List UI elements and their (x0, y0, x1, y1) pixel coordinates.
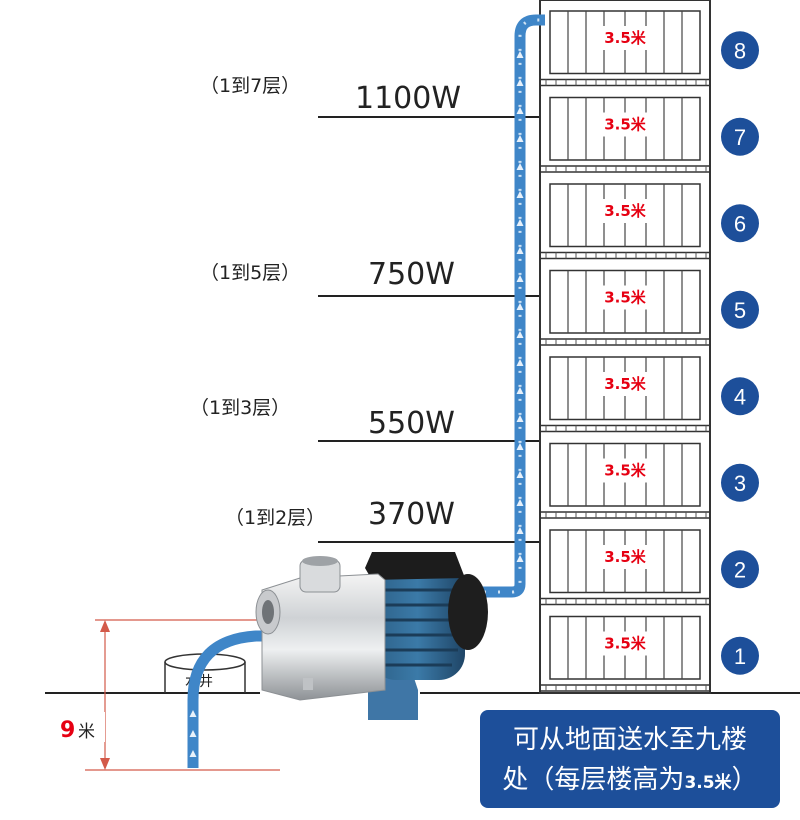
delivery-pipe (470, 14, 545, 598)
floor-height-label: 3.5米 (604, 29, 647, 47)
range-label-1to7: （1到7层） (200, 75, 300, 97)
suction-pipe (187, 630, 262, 768)
delivery-pipe-flow (470, 18, 545, 594)
depth-unit: 米 (78, 722, 95, 742)
floor-badge-number: 5 (734, 298, 746, 323)
floor-7: 3.5米 (540, 96, 710, 173)
range-label-1to5: （1到5层） (200, 262, 300, 284)
floor-badge-number: 7 (734, 125, 746, 150)
floor-badge-number: 8 (734, 38, 746, 63)
caption-line-2-main: 处（每层楼高为 (502, 765, 685, 795)
floor-badge-1 (721, 636, 759, 675)
floor-badge-4 (721, 377, 759, 416)
caption-line-2-value: 3.5米 (684, 773, 732, 793)
caption-line-2: 处（每层楼高为3.5米） (494, 760, 766, 803)
floor-height-label: 3.5米 (604, 116, 647, 134)
depth-arrow-up (100, 620, 110, 632)
floor-6: 3.5米 (540, 183, 710, 260)
floor-2: 3.5米 (540, 529, 710, 606)
caption-box: 可从地面送水至九楼 处（每层楼高为3.5米） (480, 710, 780, 808)
range-label-1to3: （1到3层） (190, 397, 290, 419)
floor-badge-3 (721, 463, 759, 502)
floor-badge-number: 6 (734, 211, 746, 236)
pump-motor (370, 568, 465, 680)
building: 3.5米 3.5米 3.5米 3.5米 3.5米 3.5米 3.5米 3.5米 (539, 0, 711, 694)
floor-badges: 8 7 6 5 4 3 2 1 (721, 31, 759, 675)
range-label-1to2: （1到2层） (225, 507, 325, 529)
pump-terminal-box (365, 552, 465, 580)
floor-8: 3.5米 (540, 10, 710, 87)
floor-badge-2 (721, 550, 759, 589)
power-level-lines (318, 116, 540, 543)
depth-arrow-down (100, 758, 110, 770)
floor-badge-number: 3 (734, 471, 746, 496)
pipe-flow-arrows (516, 51, 524, 562)
floor-badge-number: 1 (734, 644, 746, 669)
pump-housing (261, 573, 386, 701)
floor-height-label: 3.5米 (604, 375, 647, 393)
pump (255, 552, 488, 720)
floor-badge-5 (721, 290, 759, 329)
caption-line-2-end: ） (731, 765, 758, 795)
building-frame (539, 0, 711, 694)
watt-label-370w: 370W (368, 497, 455, 532)
caption-line-1: 可从地面送水至九楼 (512, 725, 747, 755)
depth-value: 9 (60, 718, 75, 743)
watt-label-750w: 750W (368, 257, 455, 292)
floor-badge-number: 2 (734, 557, 746, 582)
floor-badge-number: 4 (734, 384, 746, 409)
watt-label-550w: 550W (368, 406, 455, 441)
watt-label-1100w: 1100W (355, 81, 461, 116)
floor-height-label: 3.5米 (604, 548, 647, 566)
pump-end-cap (448, 574, 488, 650)
floor-4: 3.5米 (540, 356, 710, 433)
floor-badge-7 (721, 117, 759, 156)
floor-5: 3.5米 (540, 269, 710, 346)
floor-3: 3.5米 (540, 442, 710, 519)
floor-height-label: 3.5米 (604, 289, 647, 307)
floor-height-label: 3.5米 (604, 635, 647, 653)
floor-1: 3.5米 (540, 615, 710, 692)
floor-badge-8 (721, 31, 759, 70)
floor-height-label: 3.5米 (604, 202, 647, 220)
floor-badge-6 (721, 204, 759, 243)
floor-height-label: 3.5米 (604, 462, 647, 480)
suction-flow-arrows (189, 710, 197, 757)
